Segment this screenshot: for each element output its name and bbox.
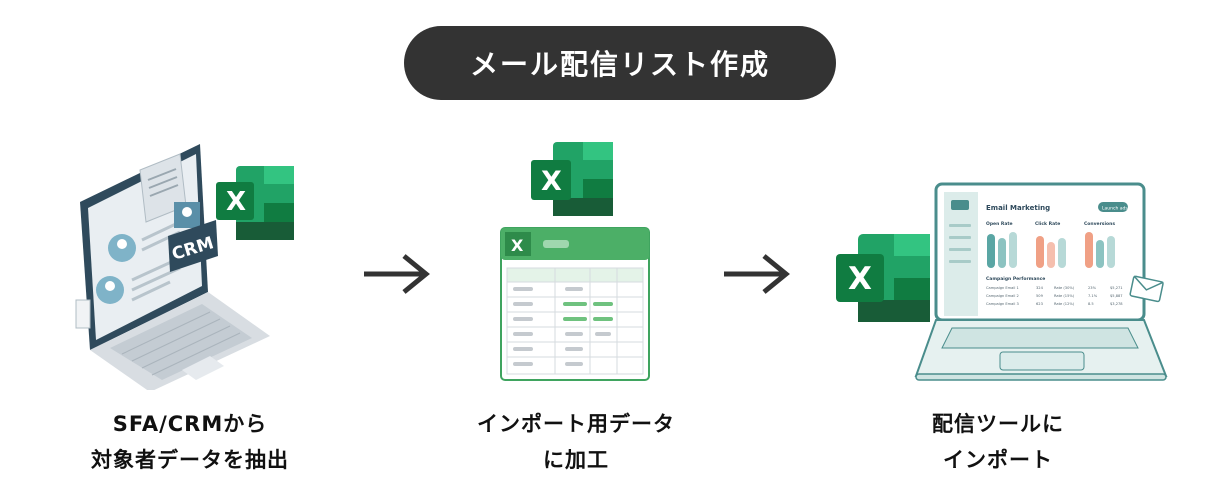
svg-text:623: 623	[1036, 302, 1043, 306]
excel-icon: X	[531, 142, 613, 216]
svg-text:509: 509	[1036, 294, 1044, 298]
arrow-right-icon	[364, 254, 430, 294]
title-text: メール配信リスト作成	[469, 48, 770, 81]
envelope-icon	[1129, 275, 1164, 303]
svg-text:324: 324	[1036, 286, 1044, 290]
svg-text:Campaign Email 1: Campaign Email 1	[986, 286, 1019, 290]
svg-text:$5,271: $5,271	[1110, 286, 1123, 290]
title-pill: メール配信リスト作成	[404, 26, 836, 100]
svg-text:$5,887: $5,887	[1110, 294, 1123, 298]
svg-text:$3,278: $3,278	[1110, 302, 1123, 306]
svg-text:Rate (12%): Rate (12%)	[1054, 302, 1075, 306]
step1-caption-line2: 対象者データを抽出	[91, 448, 289, 472]
laptop-keyboard	[941, 327, 1139, 349]
svg-text:8.5: 8.5	[1088, 302, 1094, 306]
excel-letter: X	[511, 236, 524, 255]
step3-illustration: Email Marketing Launch ads Open Rate Cli…	[836, 182, 1168, 381]
dashboard-title: Email Marketing	[986, 204, 1050, 212]
svg-text:Rate (30%): Rate (30%)	[1054, 286, 1075, 290]
svg-text:7.1%: 7.1%	[1088, 294, 1098, 298]
step2-illustration: X X	[500, 142, 650, 381]
dashboard-bars	[987, 232, 1115, 268]
campaign-table: Campaign Email 1 324 Rate (30%) 23% $5,2…	[986, 286, 1123, 306]
excel-icon: X	[216, 166, 294, 240]
metric-click-rate: Click Rate	[1035, 221, 1060, 227]
step1-illustration: CRM X	[75, 144, 294, 390]
svg-text:Campaign Email 3: Campaign Email 3	[986, 302, 1019, 306]
metric-open-rate: Open Rate	[986, 221, 1013, 227]
excel-letter: X	[226, 187, 246, 217]
excel-letter: X	[848, 261, 872, 297]
laptop-trackpad	[182, 356, 224, 380]
excel-icon: X	[836, 234, 930, 322]
launch-button-label: Launch ads	[1102, 206, 1128, 212]
laptop-keyboard	[110, 304, 252, 380]
step2-caption: インポート用データ に加工	[416, 406, 736, 478]
dashboard-sidebar	[944, 192, 978, 316]
spreadsheet-header	[501, 228, 649, 260]
step1-caption: SFA/CRMから 対象者データを抽出	[30, 406, 350, 478]
crm-badge	[168, 220, 218, 272]
svg-text:23%: 23%	[1088, 286, 1097, 290]
step2-caption-line1: インポート用データ	[477, 412, 675, 436]
sticky-note	[75, 299, 91, 329]
svg-text:Campaign Email 2: Campaign Email 2	[986, 294, 1019, 298]
mail-icon	[951, 200, 969, 210]
excel-letter: X	[541, 166, 562, 197]
laptop-trackpad	[999, 351, 1085, 371]
campaign-section-title: Campaign Performance	[986, 276, 1045, 282]
svg-text:Rate (15%): Rate (15%)	[1054, 294, 1075, 298]
step1-caption-line1: SFA/CRMから	[112, 412, 268, 436]
step3-caption: 配信ツールに インポート	[838, 406, 1158, 478]
step2-caption-line2: に加工	[543, 448, 609, 472]
arrow-right-icon	[724, 254, 790, 294]
metric-conversions: Conversions	[1084, 221, 1115, 227]
step3-caption-line1: 配信ツールに	[932, 412, 1064, 436]
step3-caption-line2: インポート	[943, 448, 1053, 472]
launch-button[interactable]	[1098, 202, 1128, 212]
